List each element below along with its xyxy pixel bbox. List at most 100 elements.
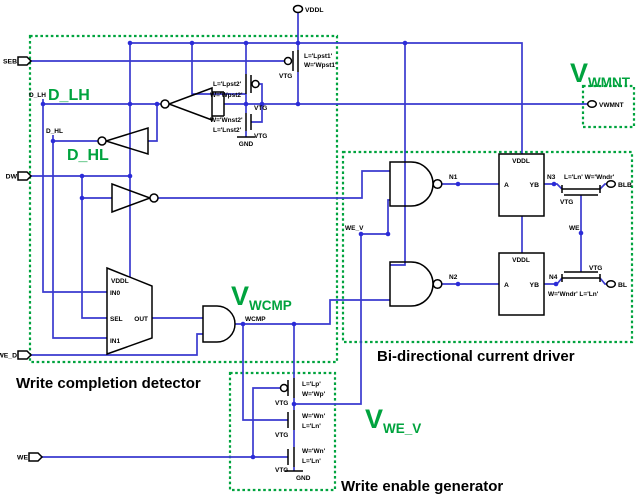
buf1-yb-label: YB — [530, 182, 540, 189]
detector-box — [28, 34, 339, 364]
genn1-w-label: W='Wn' — [302, 413, 326, 420]
vwmnt-box — [581, 84, 636, 129]
pst2-w-label: W='Wpst2' — [210, 92, 243, 99]
vwcmp-sub: WCMP — [249, 298, 292, 313]
gen-pmos[interactable] — [279, 378, 295, 398]
wire-wcmp-down — [242, 324, 288, 421]
wire-invB-input — [148, 104, 158, 142]
pin-we[interactable] — [28, 452, 44, 462]
buf1-vddl-label: VDDL — [512, 158, 530, 165]
vwmnt-green-label: VWMNT — [570, 58, 631, 90]
genp-w-label: W='Wp' — [302, 391, 326, 398]
wire-wev — [294, 199, 390, 405]
pin-wed[interactable] — [17, 350, 33, 360]
buf1-a-label: A — [504, 182, 509, 189]
genn1-vt-label: VTG — [275, 432, 288, 439]
wire-vddl-rail — [130, 42, 523, 154]
wire-blb — [599, 183, 607, 190]
mux-out-label: OUT — [134, 316, 148, 323]
we-net-label: WE — [569, 225, 580, 232]
nand-gate-1[interactable] — [389, 161, 443, 207]
buf2-vddl-label: VDDL — [512, 257, 530, 264]
inverter-dhl[interactable] — [97, 126, 149, 156]
gen-nmos-2[interactable] — [285, 447, 303, 472]
pst1-l-label: L='Lpst1' — [304, 53, 333, 60]
vwcmp-base: V — [231, 281, 249, 311]
transistor-stack[interactable] — [237, 74, 260, 138]
pin-bl[interactable] — [605, 279, 617, 289]
wire-dhl — [52, 135, 98, 142]
generator-box — [228, 371, 337, 492]
vwev-sub: WE_V — [383, 421, 421, 436]
pmos-pst1[interactable] — [283, 50, 299, 72]
dlh-net-label: D_LH — [29, 92, 46, 99]
wire-dlh-to-in0 — [42, 104, 107, 293]
detector-title: Write completion detector — [16, 375, 201, 392]
pin-seb[interactable] — [17, 56, 33, 66]
vwmnt-sub: WMNT — [588, 75, 631, 90]
wire-n3 — [544, 183, 563, 190]
wire-bl — [599, 277, 607, 285]
vwev-base: V — [365, 404, 383, 434]
n4-net-label: N4 — [549, 274, 558, 281]
mux-vddl-label: VDDL — [111, 278, 129, 285]
dhl-green-label: D_HL — [67, 147, 109, 164]
generator-title: Write enable generator — [341, 478, 503, 494]
pass-nmos-bl[interactable] — [561, 271, 601, 282]
wev-net-label: WE_V — [345, 225, 364, 232]
pbot-vt-label: VTG — [589, 265, 602, 272]
vwmnt-pin-label: VWMNT — [599, 102, 624, 109]
blb-pin-label: BLB — [618, 182, 632, 189]
gen-nmos-1[interactable] — [287, 410, 295, 430]
ptop-vt-label: VTG — [560, 199, 573, 206]
wire-dhl-to-in1 — [52, 141, 107, 339]
we-pin-label: WE — [17, 455, 28, 462]
genn2-vt-label: VTG — [275, 467, 288, 474]
and-gate-wcmp[interactable] — [202, 305, 236, 343]
genn2-w-label: W='Wn' — [302, 448, 326, 455]
junction-dots — [40, 40, 584, 460]
inverter-dw[interactable] — [111, 182, 159, 214]
vwmnt-base: V — [570, 58, 588, 88]
n2-net-label: N2 — [449, 274, 458, 281]
wcmp-net-label: WCMP — [245, 316, 266, 323]
pin-dw[interactable] — [17, 171, 33, 181]
pin-vddl[interactable] — [292, 4, 304, 14]
inverter-pst2[interactable] — [160, 86, 225, 122]
wires — [31, 13, 607, 471]
stack-gnd-label: GND — [239, 141, 254, 148]
stack-vt2-label: VTG — [254, 133, 267, 140]
genp-l-label: L='Lp' — [302, 381, 321, 388]
dw-pin-label: DW — [6, 174, 18, 181]
vwev-green-label: VWE_V — [365, 404, 421, 436]
pass-nmos-blb[interactable] — [561, 185, 601, 196]
wire-wcmp-to-nand2 — [235, 299, 390, 325]
buffer-cell-2[interactable] — [498, 252, 545, 316]
wire-we-to-genp-gate — [252, 387, 280, 457]
mux[interactable] — [106, 266, 153, 356]
gen-gnd-label: GND — [296, 475, 311, 482]
ptop-lw-label: L='Ln' W='Wndr' — [564, 174, 615, 181]
pst2-l-label: L='Lpst2' — [213, 81, 242, 88]
buf2-a-label: A — [504, 282, 509, 289]
nst2-w-label: W='Wnst2' — [210, 117, 243, 124]
wire-dw-to-sel — [81, 176, 107, 319]
dlh-green-label: D_LH — [48, 87, 90, 104]
pin-vwmnt[interactable] — [586, 99, 598, 109]
n3-net-label: N3 — [547, 174, 556, 181]
dhl-net-label: D_HL — [46, 128, 63, 135]
vddl-pin-label: VDDL — [305, 7, 324, 14]
pbot-wl-label: W='Wndr' L='Ln' — [548, 291, 599, 298]
wire-invC-out-to-nand1 — [158, 170, 390, 199]
pin-blb[interactable] — [605, 179, 617, 189]
bl-pin-label: BL — [618, 282, 627, 289]
stack-vt1-label: VTG — [254, 105, 267, 112]
wire-rail-to-nand2 — [390, 43, 406, 266]
buffer-cell-1[interactable] — [498, 153, 545, 217]
nand-gate-2[interactable] — [389, 261, 443, 307]
vwcmp-green-label: VWCMP — [231, 281, 292, 313]
mux-in0-label: IN0 — [110, 290, 121, 297]
pst1-vt-label: VTG — [279, 73, 292, 80]
n1-net-label: N1 — [449, 174, 458, 181]
